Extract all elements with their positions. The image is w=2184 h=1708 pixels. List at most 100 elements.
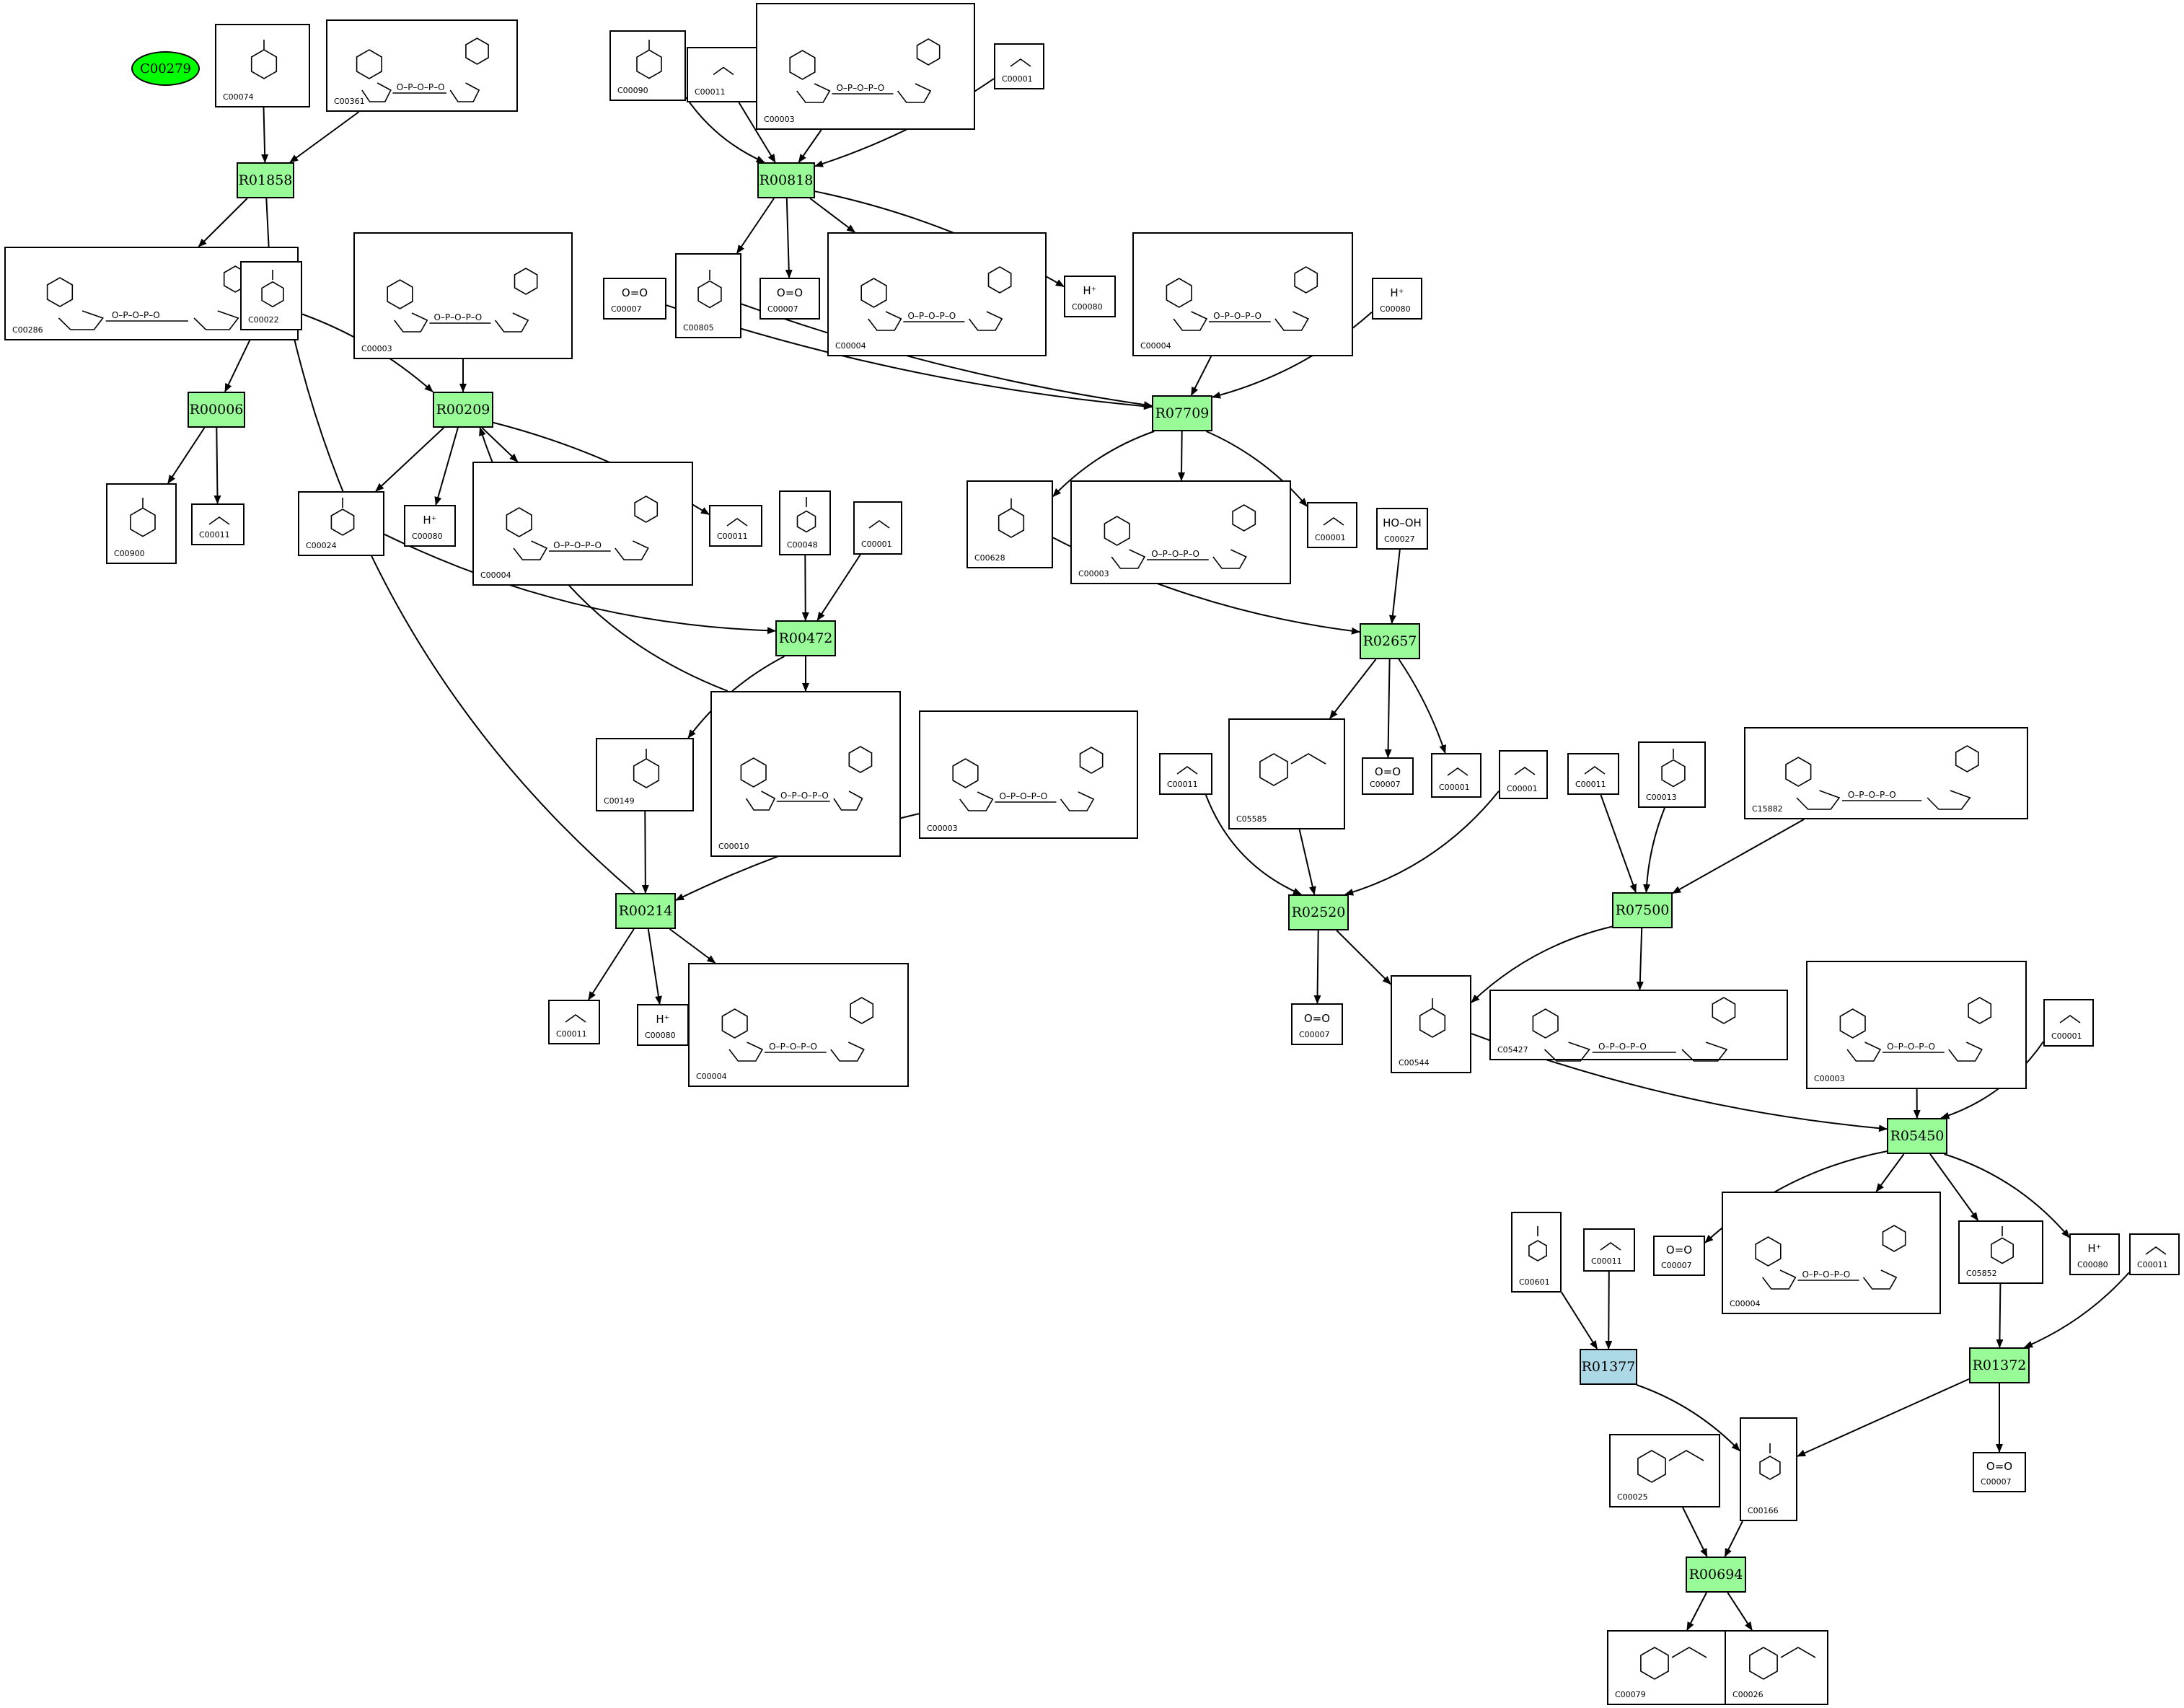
edge-r01372-to-n56 xyxy=(1797,1378,1970,1457)
molecule-structure: O–P–O–P–O xyxy=(860,266,1012,331)
reaction-node-r00818[interactable]: R00818 xyxy=(757,162,815,198)
svg-text:O–P–O–P–O: O–P–O–P–O xyxy=(1598,1042,1647,1052)
compound-id-label: C00286 xyxy=(12,325,43,335)
reaction-node-r07709[interactable]: R07709 xyxy=(1152,395,1212,431)
compound-node-c00001[interactable]: C00001 xyxy=(994,43,1044,89)
compound-node-c00011[interactable]: C00011 xyxy=(709,505,762,547)
compound-node-c00010[interactable]: O–P–O–P–O C00010 xyxy=(710,691,901,857)
molecule-structure xyxy=(796,497,816,533)
reaction-node-r00214[interactable]: R00214 xyxy=(615,893,676,929)
reaction-node-r00472[interactable]: R00472 xyxy=(775,620,836,656)
compound-node-c00011[interactable]: C00011 xyxy=(191,503,245,545)
molecule-structure xyxy=(565,1014,586,1023)
compound-node-c00079[interactable]: C00079 xyxy=(1607,1630,1728,1705)
compound-node-c00544[interactable]: C00544 xyxy=(1391,975,1471,1073)
compound-node-c00601[interactable]: C00601 xyxy=(1511,1212,1562,1293)
edge-r00818-to-n12 xyxy=(785,198,793,278)
compound-id-label: C00601 xyxy=(1519,1277,1550,1287)
reaction-label: R01858 xyxy=(238,172,293,188)
compound-id-label: C00010 xyxy=(718,842,749,851)
reaction-node-r05450[interactable]: R05450 xyxy=(1887,1118,1947,1154)
molecule-structure: O–P–O–P–O xyxy=(387,268,538,333)
compound-node-c00013[interactable]: C00013 xyxy=(1638,741,1706,808)
compound-node-c00025[interactable]: C00025 xyxy=(1609,1434,1720,1507)
compound-node-c00080[interactable]: H⁺C00080 xyxy=(1064,276,1116,317)
compound-node-c00011[interactable]: C00011 xyxy=(548,1000,600,1044)
molecule-structure xyxy=(208,516,230,525)
reaction-node-r02657[interactable]: R02657 xyxy=(1360,623,1420,659)
compound-node-c00011[interactable]: C00011 xyxy=(1159,753,1212,795)
compound-node-c00001[interactable]: C00001 xyxy=(2043,999,2094,1047)
compound-node-c00011[interactable]: C00011 xyxy=(1567,753,1619,795)
edge-r02657-to-n34 xyxy=(1398,659,1446,754)
compound-node-c00080[interactable]: H⁺C00080 xyxy=(404,505,456,547)
reaction-node-r00006[interactable]: R00006 xyxy=(188,392,245,428)
compound-node-c00022[interactable]: C00022 xyxy=(240,261,302,330)
molecule-structure xyxy=(250,40,278,79)
reaction-node-r00209[interactable]: R00209 xyxy=(433,392,493,428)
compound-id-label: C00011 xyxy=(1575,780,1606,789)
compound-node-c00080[interactable]: H⁺C00080 xyxy=(637,1004,689,1046)
compound-node-c00149[interactable]: C00149 xyxy=(596,738,694,811)
reaction-node-r01858[interactable]: R01858 xyxy=(237,162,294,198)
edge-r00694-to-n59 xyxy=(1727,1592,1753,1631)
compound-id-label: C00011 xyxy=(717,532,748,541)
compound-node-c00026[interactable]: C00026 xyxy=(1725,1630,1828,1705)
compound-node-c00048[interactable]: C00048 xyxy=(779,490,831,555)
reaction-label: R07709 xyxy=(1155,405,1210,421)
svg-text:O–P–O–P–O: O–P–O–P–O xyxy=(780,791,829,801)
compound-node-c00805[interactable]: C00805 xyxy=(675,253,741,338)
molecule-structure: O–P–O–P–O xyxy=(356,38,489,102)
molecule-structure: O–P–O–P–O xyxy=(46,265,247,330)
compound-node-c05585[interactable]: C05585 xyxy=(1228,718,1345,829)
compound-node-c00166[interactable]: C00166 xyxy=(1740,1417,1797,1521)
reaction-node-r02520[interactable]: R02520 xyxy=(1288,894,1349,930)
reaction-label: R00694 xyxy=(1688,1567,1743,1582)
reaction-node-r07500[interactable]: R07500 xyxy=(1612,892,1673,928)
compound-node-c05852[interactable]: C05852 xyxy=(1958,1220,2043,1284)
reaction-node-r01372[interactable]: R01372 xyxy=(1969,1347,2030,1383)
compound-id-label: C05852 xyxy=(1966,1269,1997,1278)
start-compound-node[interactable]: C00279 xyxy=(131,51,200,86)
compound-node-c00074[interactable]: C00074 xyxy=(215,24,310,107)
compound-node-c00024[interactable]: C00024 xyxy=(298,491,384,556)
compound-id-label: C00007 xyxy=(1370,780,1401,789)
compound-node-c00080[interactable]: H⁺C00080 xyxy=(1372,278,1422,320)
molecule-structure xyxy=(1259,753,1326,786)
compound-node-c00090[interactable]: C00090 xyxy=(609,30,686,101)
edge-r00209-to-n19 xyxy=(375,427,444,492)
compound-node-c00001[interactable]: C00001 xyxy=(1307,502,1357,548)
reaction-node-r00694[interactable]: R00694 xyxy=(1686,1557,1746,1593)
reaction-node-r01377[interactable]: R01377 xyxy=(1580,1349,1637,1385)
compound-node-c00001[interactable]: C00001 xyxy=(1431,753,1481,798)
compound-node-c00011[interactable]: C00011 xyxy=(687,47,757,102)
compound-node-c00011[interactable]: C00011 xyxy=(2129,1233,2180,1275)
compound-node-c00628[interactable]: C00628 xyxy=(966,480,1053,568)
compound-node-c00080[interactable]: H⁺C00080 xyxy=(2069,1233,2120,1275)
compound-node-c00001[interactable]: C00001 xyxy=(853,501,902,555)
compound-node-c00011[interactable]: C00011 xyxy=(1583,1228,1635,1272)
edge-n35-to-r02520 xyxy=(1205,794,1302,895)
compound-node-c00900[interactable]: C00900 xyxy=(106,483,177,564)
compound-node-c00001[interactable]: C00001 xyxy=(1499,750,1548,799)
